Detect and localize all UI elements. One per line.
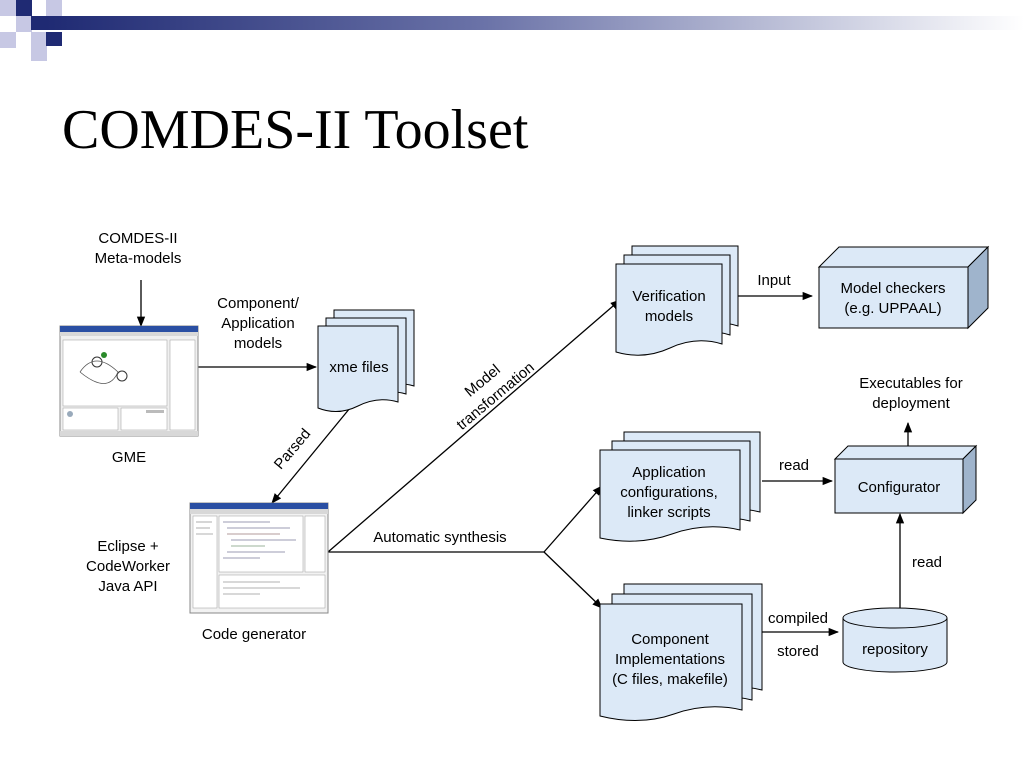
verification-models-node — [615, 245, 739, 356]
deco-square — [31, 16, 46, 30]
slide-title: COMDES-II Toolset — [62, 99, 529, 161]
deco-square — [46, 0, 62, 16]
header-gradient-bar — [46, 16, 1024, 30]
xme-files-label: xme files — [329, 359, 388, 376]
doc-sheet-front — [317, 325, 399, 412]
model-checkers-label: Model checkers(e.g. UPPAAL) — [840, 280, 945, 317]
model-checkers-node — [817, 245, 990, 330]
gme-screenshot — [59, 325, 199, 437]
deco-square — [31, 32, 47, 48]
deco-square — [31, 47, 47, 61]
arrow-branch-to-compimpl — [543, 551, 603, 609]
model-transformation-label: Modeltransformation — [440, 344, 537, 434]
arrow-xme-to-codegen — [271, 407, 351, 504]
arrow-branch-to-appconfig — [543, 485, 603, 553]
code-generator-screenshot — [189, 502, 329, 614]
connectors — [136, 280, 913, 637]
configurator-node — [833, 444, 978, 515]
read-top-label: read — [779, 457, 809, 474]
repository-node — [842, 607, 948, 673]
configurator-label: Configurator — [858, 479, 941, 496]
automatic-synthesis-label: Automatic synthesis — [373, 529, 506, 546]
header-decoration — [0, 0, 1024, 61]
arrow-codegen-to-verification — [327, 299, 621, 553]
deco-square — [16, 16, 32, 32]
deco-square — [0, 32, 16, 48]
code-generator-label: Code generator — [202, 626, 306, 643]
component-implementations-node — [599, 583, 763, 722]
input-label: Input — [757, 272, 791, 289]
read-side-label: read — [912, 554, 942, 571]
xme-files-node — [317, 309, 415, 412]
deco-square — [46, 32, 62, 46]
parsed-label: Parsed — [271, 425, 315, 472]
deco-square — [16, 0, 32, 16]
stored-label: stored — [777, 643, 819, 660]
gme-label: GME — [112, 449, 146, 466]
deco-square — [0, 0, 16, 16]
compiled-label: compiled — [768, 610, 828, 627]
repository-label: repository — [862, 641, 928, 658]
app-configs-node — [599, 431, 761, 542]
